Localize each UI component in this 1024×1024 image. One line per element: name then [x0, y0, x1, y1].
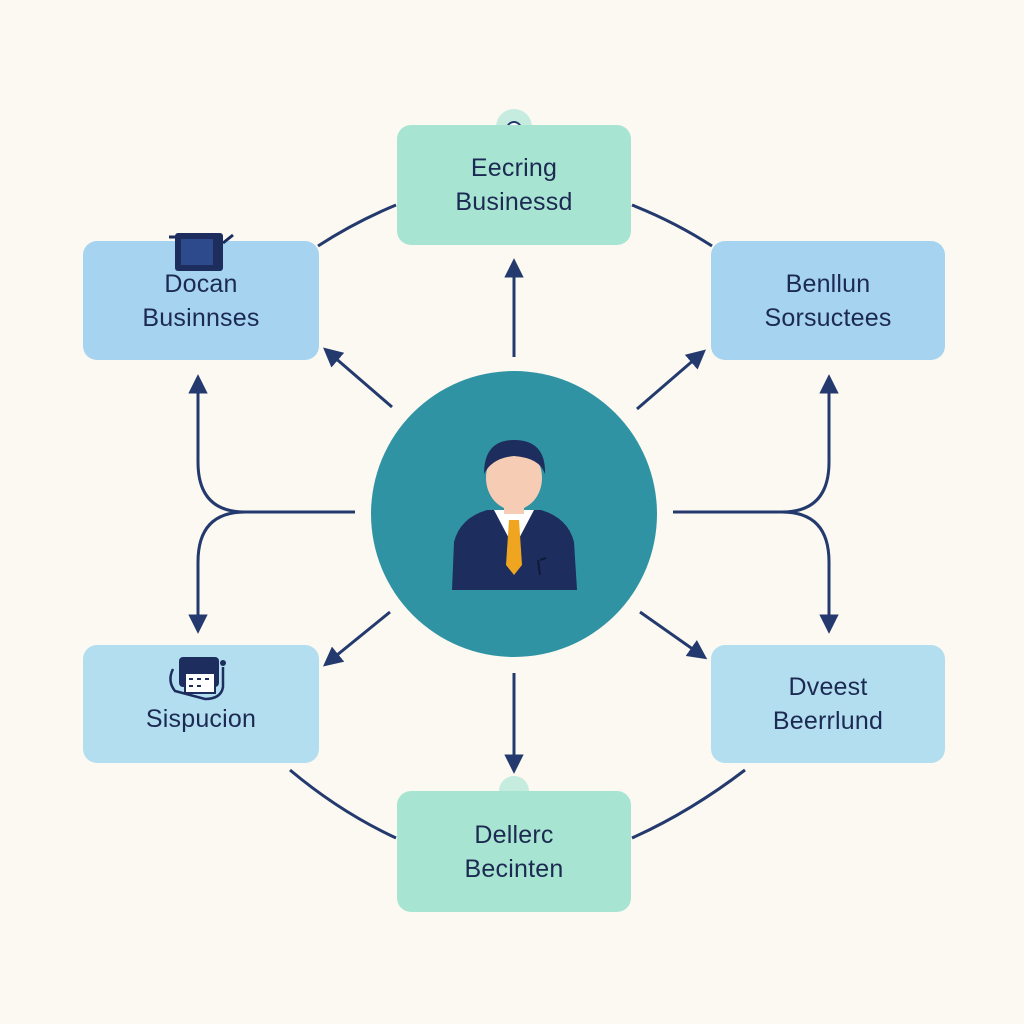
right-split-connector-down: [781, 510, 839, 634]
node-bottom-right-line2: Beerrlund: [772, 707, 884, 735]
ring-arc-top-left: [317, 203, 397, 248]
node-bottom-line2: Becinten: [464, 854, 564, 883]
node-top-left[interactable]: Docan Businnses: [83, 233, 319, 360]
node-top[interactable]: Eecring Businessd: [397, 125, 631, 245]
node-bottom-right-line1: Dveest: [788, 673, 868, 701]
node-top-right-line2: Sorsuctees: [764, 303, 892, 332]
arrow-to-bottom-right: [639, 610, 708, 660]
ring-arc-top-right: [631, 203, 713, 248]
node-bottom-left-line1: Sispucion: [145, 705, 257, 733]
node-top-line2: Businessd: [455, 188, 573, 216]
arrows: [188, 258, 839, 774]
node-bottom[interactable]: Dellerc Becinten: [397, 791, 631, 912]
node-top-right[interactable]: Benllun Sorsuctees: [711, 241, 945, 360]
node-bottom-line1: Dellerc: [474, 820, 554, 849]
node-top-right-line1: Benllun: [785, 269, 871, 298]
left-split-connector-down: [188, 510, 246, 634]
node-bottom-right[interactable]: Dveest Beerrlund: [711, 645, 945, 763]
arrow-to-bottom-left: [322, 610, 391, 667]
ring-arc-bottom-right: [631, 768, 746, 840]
left-split-connector: [188, 374, 355, 514]
ring-arcs: [289, 203, 746, 840]
arrow-to-top-right: [636, 349, 706, 411]
businessperson-icon: [452, 440, 577, 590]
node-top-left-line1: Docan: [164, 269, 238, 298]
ring-arc-bottom-left: [289, 768, 397, 840]
briefcase-icon: [169, 233, 234, 271]
arrow-to-top-left: [323, 347, 393, 409]
calendar-icon: [169, 657, 226, 701]
node-top-left-line2: Businnses: [142, 303, 260, 332]
right-split-connector: [673, 374, 839, 514]
node-top-line1: Eecring: [470, 154, 558, 182]
node-bottom-left[interactable]: Sispucion: [83, 645, 319, 763]
